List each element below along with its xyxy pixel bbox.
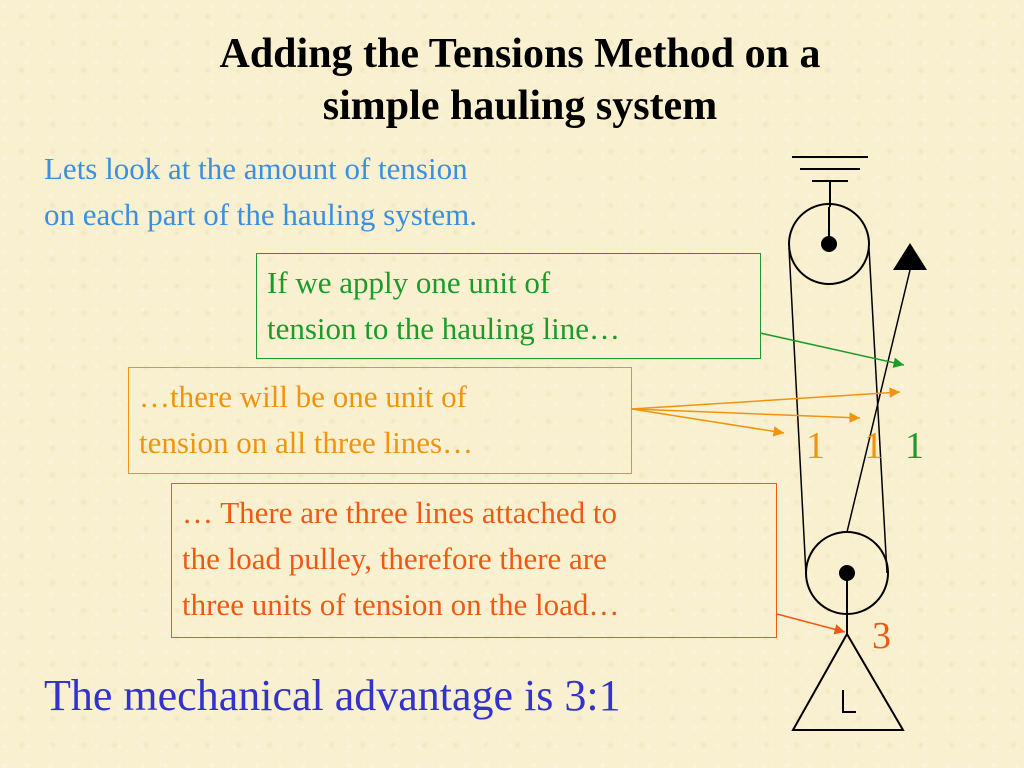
- tension-label-load: 3: [872, 615, 891, 657]
- green-connector-arrow: [759, 332, 905, 368]
- callout-load-pulley-3: three units of tension on the load…: [182, 587, 620, 622]
- callout-hauling-line-2: tension to the hauling line…: [267, 311, 621, 346]
- rope-line-left: [788, 247, 807, 576]
- mechanical-advantage-text: The mechanical advantage is 3:1: [44, 671, 621, 720]
- title-line-2: simple hauling system: [322, 83, 718, 129]
- intro-text: Lets look at the amount of tension on ea…: [44, 146, 644, 238]
- rope-line-hauling: [846, 269, 911, 533]
- anchor-icon: [792, 156, 868, 207]
- slide-title: Adding the Tensions Method on a simple h…: [100, 28, 940, 132]
- callout-load-pulley: … There are three lines attached to the …: [171, 483, 777, 638]
- pull-direction-arrow-icon: [893, 243, 927, 270]
- tension-label-left: 1: [806, 425, 825, 467]
- title-line-1: Adding the Tensions Method on a: [219, 31, 821, 77]
- orange-connector-arrows: [631, 387, 901, 437]
- tension-label-middle: 1: [864, 425, 883, 467]
- callout-three-lines-2: tension on all three lines…: [139, 425, 474, 460]
- anchor-pulley-icon: [788, 203, 870, 285]
- callout-hauling-line-1: If we apply one unit of: [267, 265, 551, 300]
- load-pulley-icon: [805, 531, 889, 634]
- load-weight-icon: [791, 631, 905, 731]
- intro-line-1: Lets look at the amount of tension: [44, 151, 468, 186]
- callout-load-pulley-1: … There are three lines attached to: [182, 495, 617, 530]
- callout-hauling-line: If we apply one unit of tension to the h…: [256, 253, 761, 359]
- red-connector-arrow: [776, 613, 846, 635]
- tension-label-hauling: 1: [905, 425, 924, 467]
- rope-line-middle: [868, 247, 888, 574]
- intro-line-2: on each part of the hauling system.: [44, 197, 478, 232]
- rope-lines: [788, 247, 911, 576]
- callout-three-lines-1: …there will be one unit of: [139, 379, 467, 414]
- callout-three-lines: …there will be one unit of tension on al…: [128, 367, 632, 474]
- callout-load-pulley-2: the load pulley, therefore there are: [182, 541, 607, 576]
